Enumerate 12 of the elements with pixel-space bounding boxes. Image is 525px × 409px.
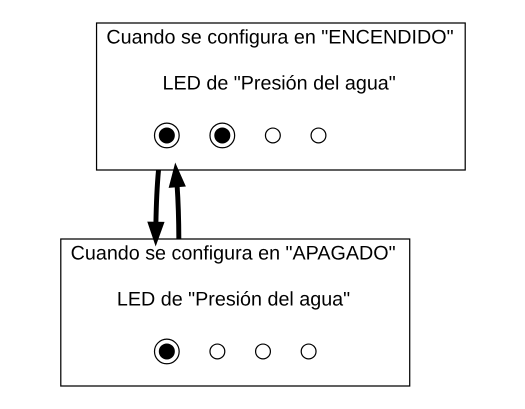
node-circle [254,343,271,360]
node-circle [208,122,235,148]
arrow [146,170,164,246]
node-circle [310,127,326,144]
node-circle [153,122,180,148]
cluster: Cuando se configura en "APAGADO" LED de "Presión del agua" [60,238,410,387]
node-circle [208,343,225,360]
node-circle [153,338,180,364]
cluster: Cuando se configura en "ENCENDIDO" LED de "Presión del agua" [95,22,466,171]
node-circle [300,343,316,360]
arrow [168,162,186,240]
node-circle [264,127,280,144]
